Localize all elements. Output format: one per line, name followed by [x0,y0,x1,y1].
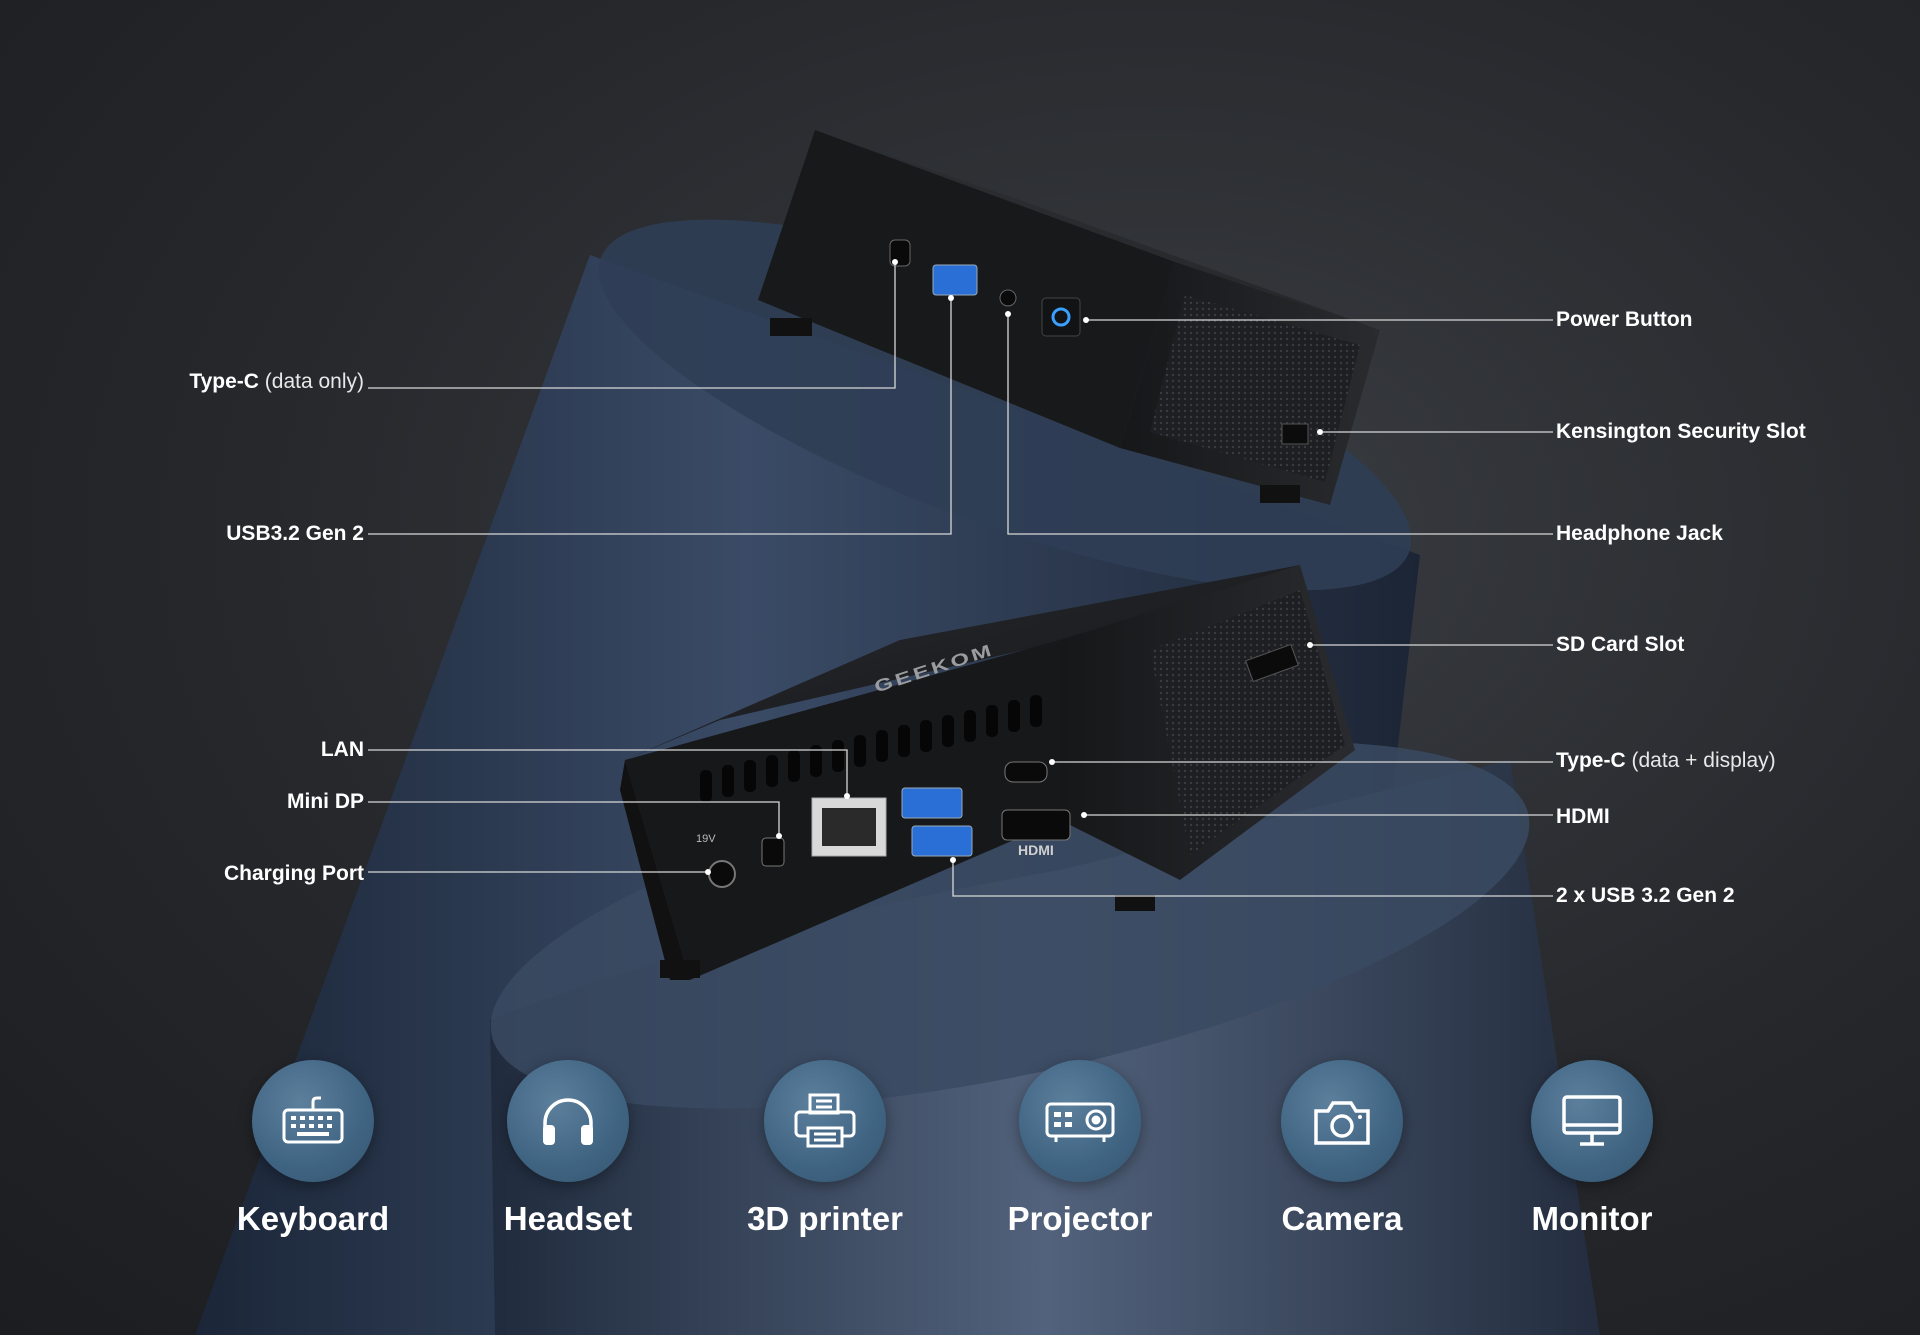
rear-typec-port [1004,761,1048,783]
power-button-shape [1041,297,1081,337]
pedestal-short [490,741,1600,1335]
device-projector: Projector [970,1060,1190,1238]
device-keyboard-label: Keyboard [236,1200,390,1237]
label-hdmi: HDMI [1556,805,1610,828]
device-camera: Camera [1232,1060,1452,1238]
device-camera-label: Camera [1281,1200,1403,1237]
device-headset-label: Headset [503,1200,633,1237]
power-marking: 19V [696,833,716,845]
keyboard-icon [252,1060,374,1182]
device-monitor: Monitor [1482,1060,1702,1238]
label-usb-2x: 2 x USB 3.2 Gen 2 [1556,884,1735,907]
label-headphone-jack: Headphone Jack [1556,522,1723,545]
device-3d-printer-label: 3D printer [747,1200,903,1237]
label-lan: LAN [320,738,364,761]
label-charging-port: Charging Port [224,862,364,885]
rear-vents [700,695,1042,802]
label-kensington: Kensington Security Slot [1556,420,1806,443]
label-power-button: Power Button [1556,308,1693,331]
rear-usb-port-1 [901,787,963,819]
label-usb32-gen2: USB3.2 Gen 2 [226,522,364,545]
device-projector-label: Projector [1007,1200,1153,1237]
charging-port-shape [708,860,736,888]
monitor-icon [1531,1060,1653,1182]
sd-card-slot-shape [1245,643,1299,683]
hdmi-marking: HDMI [1018,842,1054,858]
mini-pc-front [758,130,1380,505]
hdmi-port-shape [1001,809,1071,841]
mini-dp-port-shape [761,837,785,867]
label-mini-dp: Mini DP [287,790,364,813]
projector-icon [1019,1060,1141,1182]
headphone-port [999,289,1017,307]
label-type-c-data-display: Type-C (data + display) [1556,749,1776,772]
mini-pc-rear: GEEKOM HDMI 19V [620,565,1355,980]
headset-icon [507,1060,629,1182]
camera-icon [1281,1060,1403,1182]
power-led [1051,307,1071,327]
device-keyboard: Keyboard [203,1060,423,1238]
device-headset: Headset [458,1060,678,1238]
front-usb-port [932,264,978,296]
printer-icon [764,1060,886,1182]
callout-dots [705,259,1323,875]
device-3d-printer: 3D printer [715,1060,935,1238]
label-sd-card-slot: SD Card Slot [1556,633,1685,656]
device-monitor-label: Monitor [1531,1200,1653,1237]
kensington-slot [1281,423,1309,445]
callout-lines [368,262,1553,897]
rear-usb-port-2 [911,825,973,857]
label-type-c-data-only: Type-C (data only) [189,370,364,393]
